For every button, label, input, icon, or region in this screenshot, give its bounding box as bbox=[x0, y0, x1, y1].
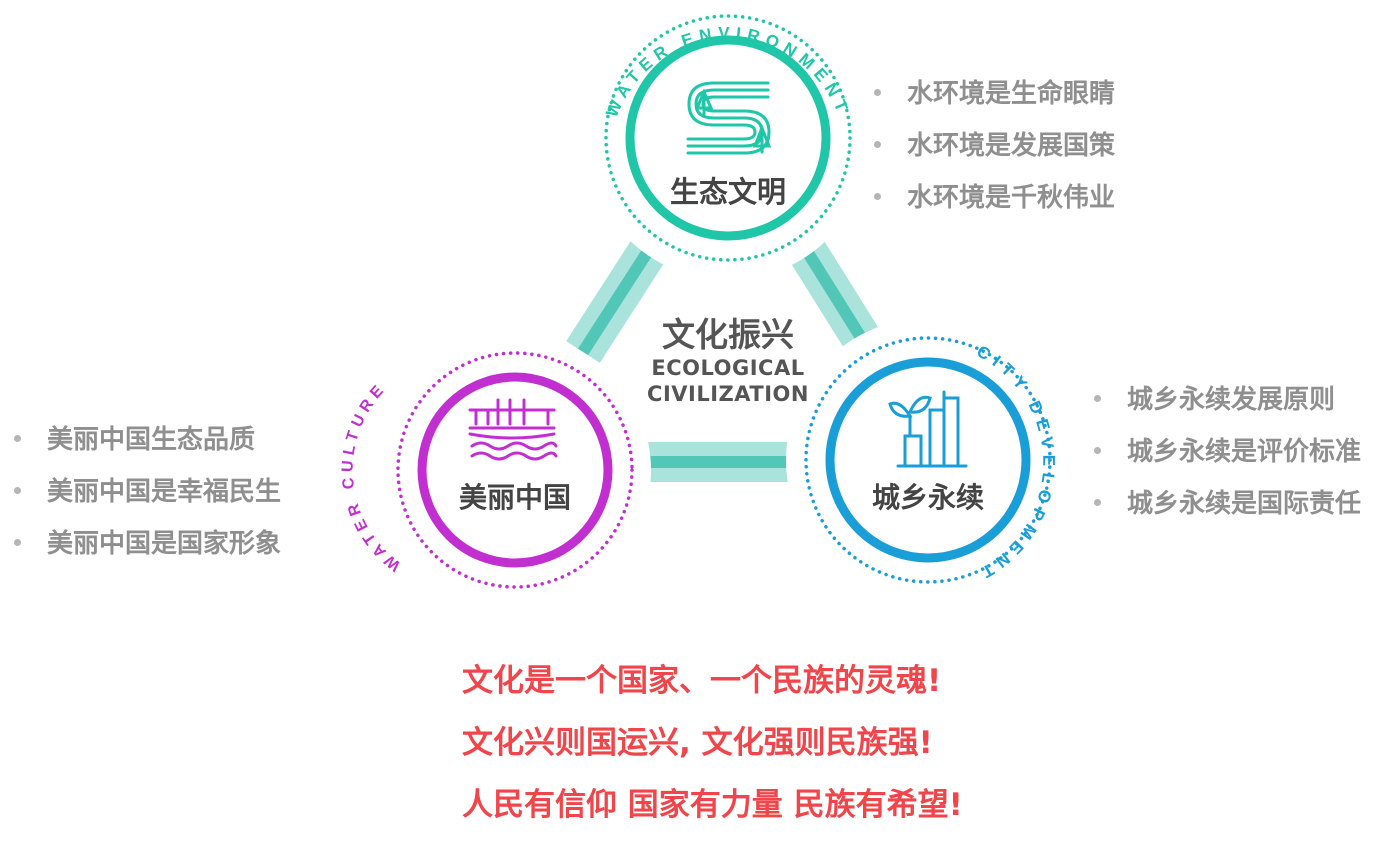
bullet-dot bbox=[874, 193, 881, 200]
list-item-text: 美丽中国生态品质 bbox=[47, 425, 256, 455]
center-title: 文化振兴 bbox=[662, 315, 794, 354]
bullet-dot bbox=[14, 539, 21, 546]
circle-right-urban-rural: CITY DEVELOPMENT 城乡永续 bbox=[786, 318, 1070, 602]
list-item-text: 水环境是千秋伟业 bbox=[907, 183, 1116, 213]
circle-top-title: 生态文明 bbox=[670, 175, 786, 209]
bullet-dot bbox=[1094, 395, 1101, 402]
circle-top-ecology: WATER ENVIRONMENT 生态文明 bbox=[586, 0, 870, 280]
bullet-dot bbox=[874, 89, 881, 96]
bullet-dot bbox=[14, 487, 21, 494]
bullet-dot bbox=[14, 435, 21, 442]
list-item-text: 美丽中国是国家形象 bbox=[47, 529, 282, 559]
list-beautiful-china: 美丽中国生态品质 美丽中国是幸福民生 美丽中国是国家形象 bbox=[14, 414, 281, 570]
list-urban-rural: 城乡永续发展原则 城乡永续是评价标准 城乡永续是国际责任 bbox=[1094, 374, 1361, 530]
list-item-text: 城乡永续发展原则 bbox=[1127, 385, 1336, 415]
list-item: 美丽中国是国家形象 bbox=[14, 518, 281, 570]
bridge-water-icon bbox=[468, 398, 558, 461]
list-item: 水环境是生命眼睛 bbox=[874, 68, 1115, 120]
list-item: 美丽中国是幸福民生 bbox=[14, 466, 281, 518]
circle-left-title: 美丽中国 bbox=[459, 481, 571, 514]
list-item-text: 美丽中国是幸福民生 bbox=[47, 477, 282, 507]
list-item-text: 水环境是发展国策 bbox=[907, 131, 1116, 161]
list-item: 水环境是发展国策 bbox=[874, 120, 1115, 172]
bullet-dot bbox=[1094, 499, 1101, 506]
list-item-text: 城乡永续是国际责任 bbox=[1127, 489, 1362, 519]
list-item-text: 水环境是生命眼睛 bbox=[907, 79, 1116, 109]
list-item-text: 城乡永续是评价标准 bbox=[1127, 437, 1362, 467]
slogans: 文化是一个国家、一个民族的灵魂! 文化兴则国运兴, 文化强则民族强! 人民有信仰… bbox=[462, 650, 1102, 836]
list-item: 美丽中国生态品质 bbox=[14, 414, 281, 466]
circle-left-beautiful-china: WATER CULTURE 美丽中国 bbox=[339, 334, 651, 606]
city-sprout-icon bbox=[888, 390, 968, 468]
circle-right-title: 城乡永续 bbox=[872, 481, 984, 514]
bullet-dot bbox=[1094, 447, 1101, 454]
list-item: 水环境是千秋伟业 bbox=[874, 172, 1115, 224]
list-water-environment: 水环境是生命眼睛 水环境是发展国策 水环境是千秋伟业 bbox=[874, 68, 1115, 224]
slogan-line: 文化是一个国家、一个民族的灵魂! bbox=[462, 663, 942, 699]
list-item: 城乡永续发展原则 bbox=[1094, 374, 1361, 426]
slogan-line: 人民有信仰 国家有力量 民族有希望! bbox=[462, 787, 963, 823]
connector-top-left bbox=[566, 237, 667, 363]
list-item: 城乡永续是国际责任 bbox=[1094, 478, 1361, 530]
bullet-dot bbox=[874, 141, 881, 148]
slogan-line: 文化兴则国运兴, 文化强则民族强! bbox=[462, 725, 933, 761]
center-subtitle-line2: CIVILIZATION bbox=[647, 382, 809, 406]
river-trees-icon bbox=[686, 81, 772, 155]
connector-top-right bbox=[788, 237, 887, 363]
center-subtitle-line1: ECOLOGICAL bbox=[651, 356, 805, 380]
list-item: 城乡永续是评价标准 bbox=[1094, 426, 1361, 478]
